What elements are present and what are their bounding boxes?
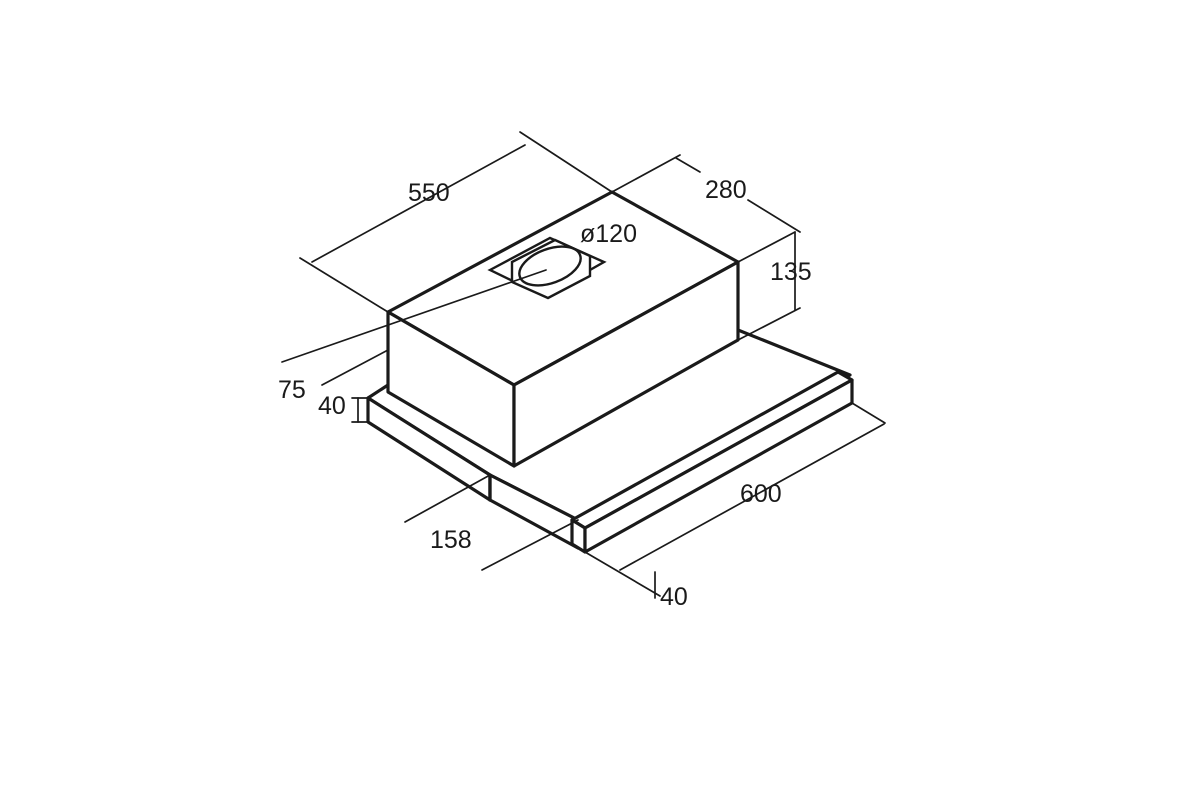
dim-40-right-line (584, 551, 661, 597)
dim-158-line-b (481, 519, 579, 571)
dim-75-line (281, 269, 547, 363)
dim-135-ext-top (737, 231, 796, 263)
label-75: 75 (278, 376, 306, 404)
dim-135-ext-bottom (737, 307, 801, 341)
label-40-right: 40 (660, 583, 688, 611)
dim-280-ext (675, 157, 701, 173)
dim-158-line-a (404, 474, 491, 523)
label-158: 158 (430, 526, 472, 554)
dim-280-line (611, 154, 681, 193)
dim-550-ext-right (519, 131, 613, 193)
label-duct-diameter: ø120 (580, 220, 637, 248)
dim-600-ext (851, 402, 886, 424)
dimension-labels: 550 280 ø120 135 75 40 158 600 40 (278, 176, 812, 611)
label-280: 280 (705, 176, 747, 204)
dim-280-line-b (747, 199, 801, 233)
duct-opening (518, 245, 582, 287)
label-600: 600 (740, 480, 782, 508)
dim-550-ext-left (299, 257, 389, 313)
label-135: 135 (770, 258, 812, 286)
dim-550-line (311, 144, 526, 263)
dim-600-line (619, 423, 885, 571)
dimension-lines (281, 131, 886, 599)
dim-75-ext (321, 349, 389, 386)
label-550: 550 (408, 179, 450, 207)
label-40-left: 40 (318, 392, 346, 420)
